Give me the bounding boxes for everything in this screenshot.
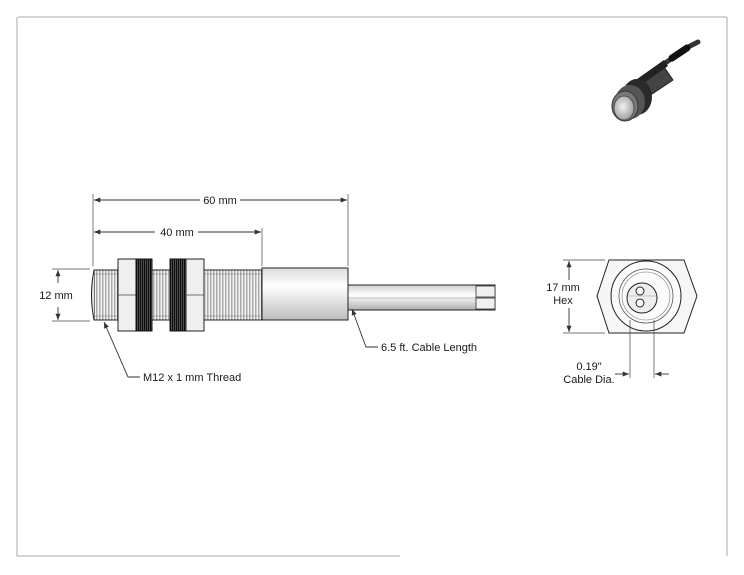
overall-length-dimension — [92, 194, 349, 266]
cable-diameter-value-label: 0.19" — [576, 361, 601, 373]
sensor-isometric-view — [611, 39, 701, 122]
cable-length-callout-label: 6.5 ft. Cable Length — [381, 342, 477, 354]
diameter-label: 12 mm — [39, 290, 73, 302]
sensor-side-view — [91, 258, 496, 332]
drawing-frame — [16, 16, 728, 557]
diameter-dimension — [52, 268, 90, 322]
thread-length-dimension — [94, 228, 263, 266]
cable-diameter-dimension — [615, 320, 669, 378]
thread-callout-leader — [103, 321, 140, 378]
thread-callout-label: M12 x 1 mm Thread — [143, 372, 241, 384]
cable-length-callout-leader — [351, 308, 378, 348]
sensor-end-view — [596, 259, 698, 334]
hex-label: Hex — [553, 295, 573, 307]
thread-length-label: 40 mm — [160, 227, 194, 239]
overall-length-label: 60 mm — [203, 195, 237, 207]
hex-size-label: 17 mm — [546, 282, 580, 294]
cable-diameter-label: Cable Dia. — [563, 374, 614, 386]
hex-dimension — [563, 259, 605, 334]
